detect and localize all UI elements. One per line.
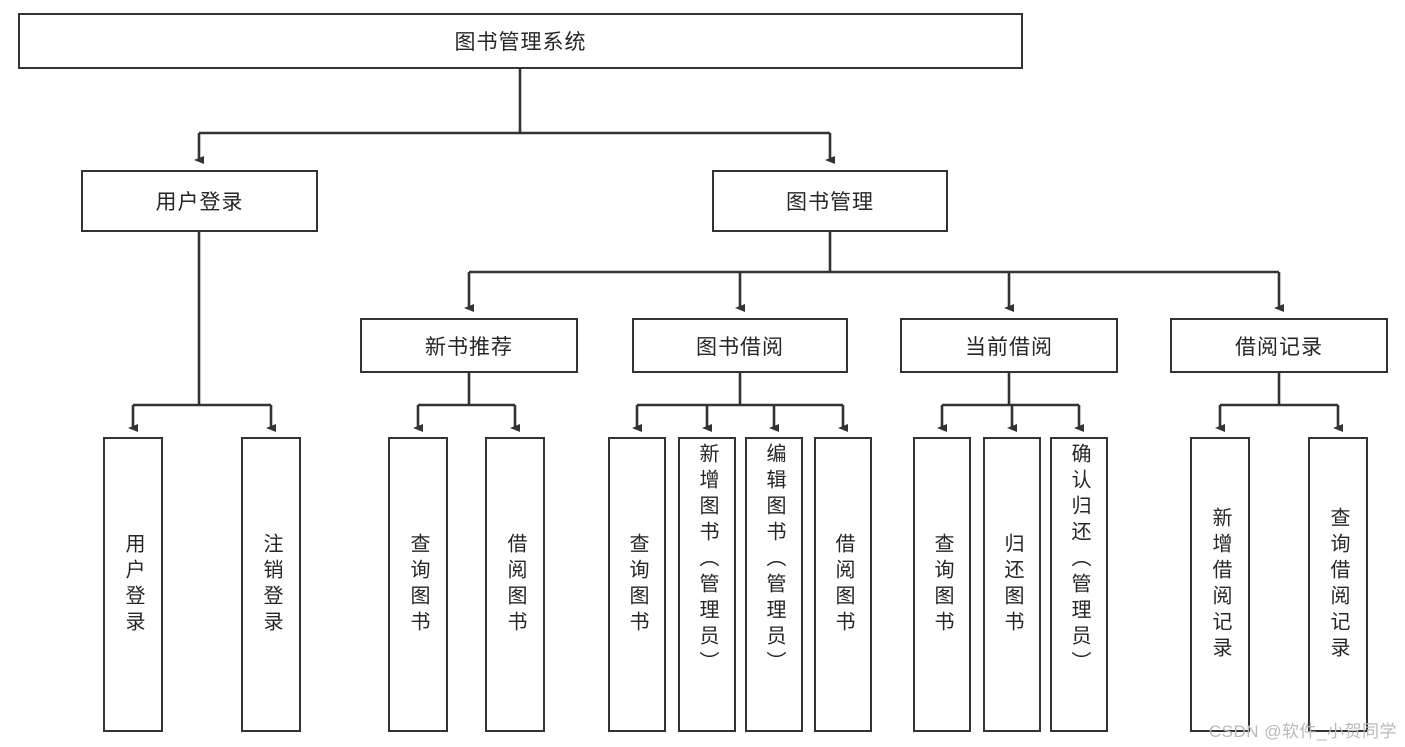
node-current-borrow-label: 当前借阅: [965, 335, 1053, 359]
leaf-borrow-book-newbook-label: 借阅图书: [504, 532, 526, 637]
leaf-user-login[interactable]: 用户登录: [103, 437, 163, 732]
leaf-return-book[interactable]: 归还图书: [983, 437, 1041, 732]
leaf-query-book-current[interactable]: 查询图书: [913, 437, 971, 732]
node-book-manage[interactable]: 图书管理: [712, 170, 948, 232]
leaf-query-borrow-record-label: 查询借阅记录: [1327, 506, 1349, 663]
leaf-add-book-admin-label: 新增图书（管理员）: [696, 443, 718, 677]
node-user-login[interactable]: 用户登录: [81, 170, 318, 232]
leaf-query-book-borrow-label: 查询图书: [626, 532, 648, 637]
node-user-login-label: 用户登录: [155, 191, 244, 214]
node-book-borrow[interactable]: 图书借阅: [632, 318, 848, 373]
leaf-edit-book-admin[interactable]: 编辑图书（管理员）: [745, 437, 803, 732]
leaf-borrow-book-label: 借阅图书: [832, 532, 854, 637]
node-root[interactable]: 图书管理系统: [18, 13, 1023, 69]
leaf-logout[interactable]: 注销登录: [241, 437, 301, 732]
node-borrow-record-label: 借阅记录: [1235, 335, 1323, 359]
leaf-query-book-borrow[interactable]: 查询图书: [608, 437, 666, 732]
leaf-confirm-return-admin-label: 确认归还（管理员）: [1068, 443, 1090, 677]
leaf-add-borrow-record[interactable]: 新增借阅记录: [1190, 437, 1250, 732]
node-borrow-record[interactable]: 借阅记录: [1170, 318, 1388, 373]
node-book-manage-label: 图书管理: [786, 191, 874, 214]
leaf-add-borrow-record-label: 新增借阅记录: [1209, 506, 1231, 663]
leaf-user-login-label: 用户登录: [122, 532, 144, 637]
leaf-logout-label: 注销登录: [260, 532, 282, 637]
leaf-borrow-book[interactable]: 借阅图书: [814, 437, 872, 732]
node-root-label: 图书管理系统: [454, 31, 587, 54]
leaf-query-borrow-record[interactable]: 查询借阅记录: [1308, 437, 1368, 732]
leaf-return-book-label: 归还图书: [1001, 532, 1023, 637]
node-current-borrow[interactable]: 当前借阅: [900, 318, 1118, 373]
leaf-query-book-current-label: 查询图书: [931, 532, 953, 637]
leaf-borrow-book-newbook[interactable]: 借阅图书: [485, 437, 545, 732]
leaf-add-book-admin[interactable]: 新增图书（管理员）: [678, 437, 736, 732]
watermark: CSDN @软件_小贺同学: [1208, 722, 1397, 741]
node-new-book-recommend-label: 新书推荐: [425, 335, 513, 359]
leaf-confirm-return-admin[interactable]: 确认归还（管理员）: [1050, 437, 1108, 732]
node-new-book-recommend[interactable]: 新书推荐: [360, 318, 578, 373]
leaf-edit-book-admin-label: 编辑图书（管理员）: [763, 443, 785, 677]
leaf-query-book-newbook[interactable]: 查询图书: [388, 437, 448, 732]
leaf-query-book-newbook-label: 查询图书: [407, 532, 429, 637]
node-book-borrow-label: 图书借阅: [696, 335, 784, 359]
